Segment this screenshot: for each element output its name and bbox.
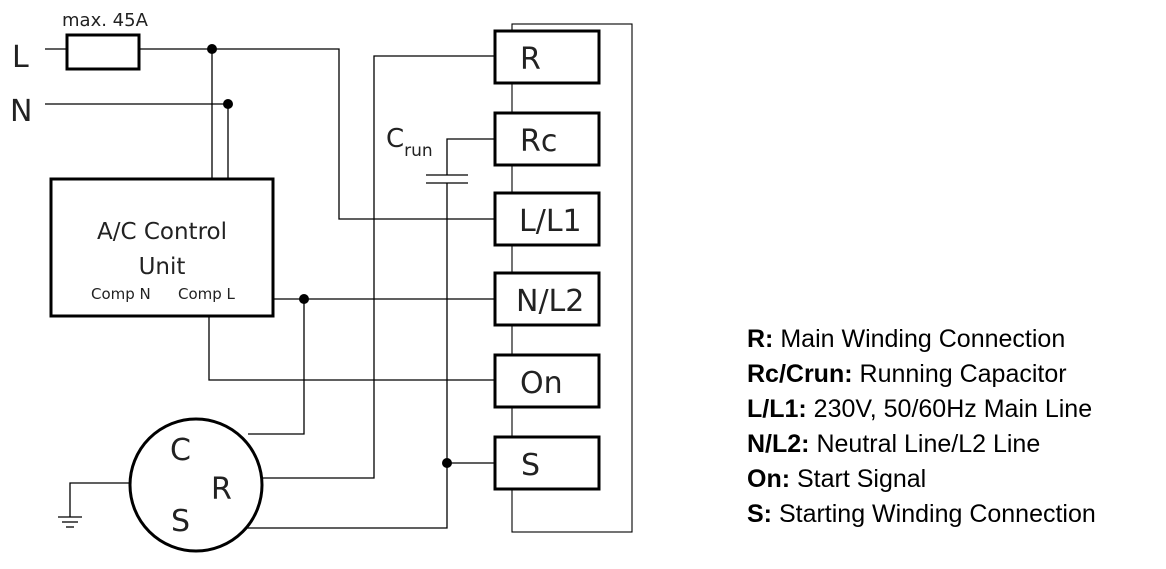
line-n-label: N [10, 94, 32, 129]
control-unit-box [49, 177, 275, 318]
compressor-s-label: S [171, 504, 190, 539]
compressor-c-wire [248, 299, 305, 435]
legend-desc: Neutral Line/L2 Line [816, 430, 1041, 458]
ground-icon [58, 516, 82, 528]
legend-row-l1: L/L1: 230V, 50/60Hz Main Line [747, 392, 1166, 427]
terminal-s [493, 435, 601, 491]
legend-row-r: R: Main Winding Connection [747, 322, 1166, 357]
legend-row-s: S: Starting Winding Connection [747, 497, 1166, 532]
capacitor-label: Crun [386, 124, 433, 161]
legend-key: R: [747, 325, 774, 353]
compressor-r-label: R [211, 472, 232, 507]
capacitor-to-compressor-s-wire [216, 183, 448, 529]
compressor-c-label: C [170, 433, 191, 468]
capacitor-wire-top [446, 138, 495, 175]
terminal-rc [493, 111, 601, 167]
terminal-on-label: On [520, 366, 563, 401]
control-unit-title-1: A/C Control [97, 219, 227, 245]
terminal-r [493, 29, 601, 85]
terminal-n-l2-label: N/L2 [516, 284, 584, 319]
legend-key: On: [747, 465, 791, 493]
terminal-rc-label: Rc [520, 124, 557, 159]
compressor [128, 417, 264, 553]
fuse [65, 33, 141, 71]
terminal-s-label: S [521, 448, 540, 483]
legend-desc: 230V, 50/60Hz Main Line [813, 395, 1093, 423]
comp-l-to-on-wire [208, 316, 495, 381]
terminal-on [493, 353, 601, 409]
comp-n-label: Comp N [91, 285, 151, 303]
compressor-r-wire [262, 55, 495, 479]
terminal-n-l2 [493, 271, 601, 327]
legend: R: Main Winding Connection Rc/Crun: Runn… [747, 322, 1166, 532]
legend-desc: Main Winding Connection [780, 325, 1066, 353]
legend-key: Rc/Crun: [747, 360, 853, 388]
ground-wire [69, 482, 130, 517]
legend-key: N/L2: [747, 430, 810, 458]
legend-key: L/L1: [747, 395, 807, 423]
control-unit-title-2: Unit [139, 254, 186, 280]
legend-desc: Running Capacitor [859, 360, 1067, 388]
comp-l-label: Comp L [178, 285, 236, 303]
legend-key: S: [747, 500, 772, 528]
legend-row-rc: Rc/Crun: Running Capacitor [747, 357, 1166, 392]
legend-row-n-l2: N/L2: Neutral Line/L2 Line [747, 427, 1166, 462]
line-l-label: L [12, 40, 29, 75]
fuse-label: max. 45A [62, 10, 149, 31]
terminal-l1 [493, 191, 601, 247]
terminal-l1-label: L/L1 [519, 204, 582, 239]
legend-desc: Starting Winding Connection [778, 500, 1096, 528]
legend-row-on: On: Start Signal [747, 462, 1166, 497]
legend-desc: Start Signal [797, 465, 927, 493]
line-l-to-l1-wire [139, 48, 495, 220]
terminal-r-label: R [520, 42, 541, 77]
